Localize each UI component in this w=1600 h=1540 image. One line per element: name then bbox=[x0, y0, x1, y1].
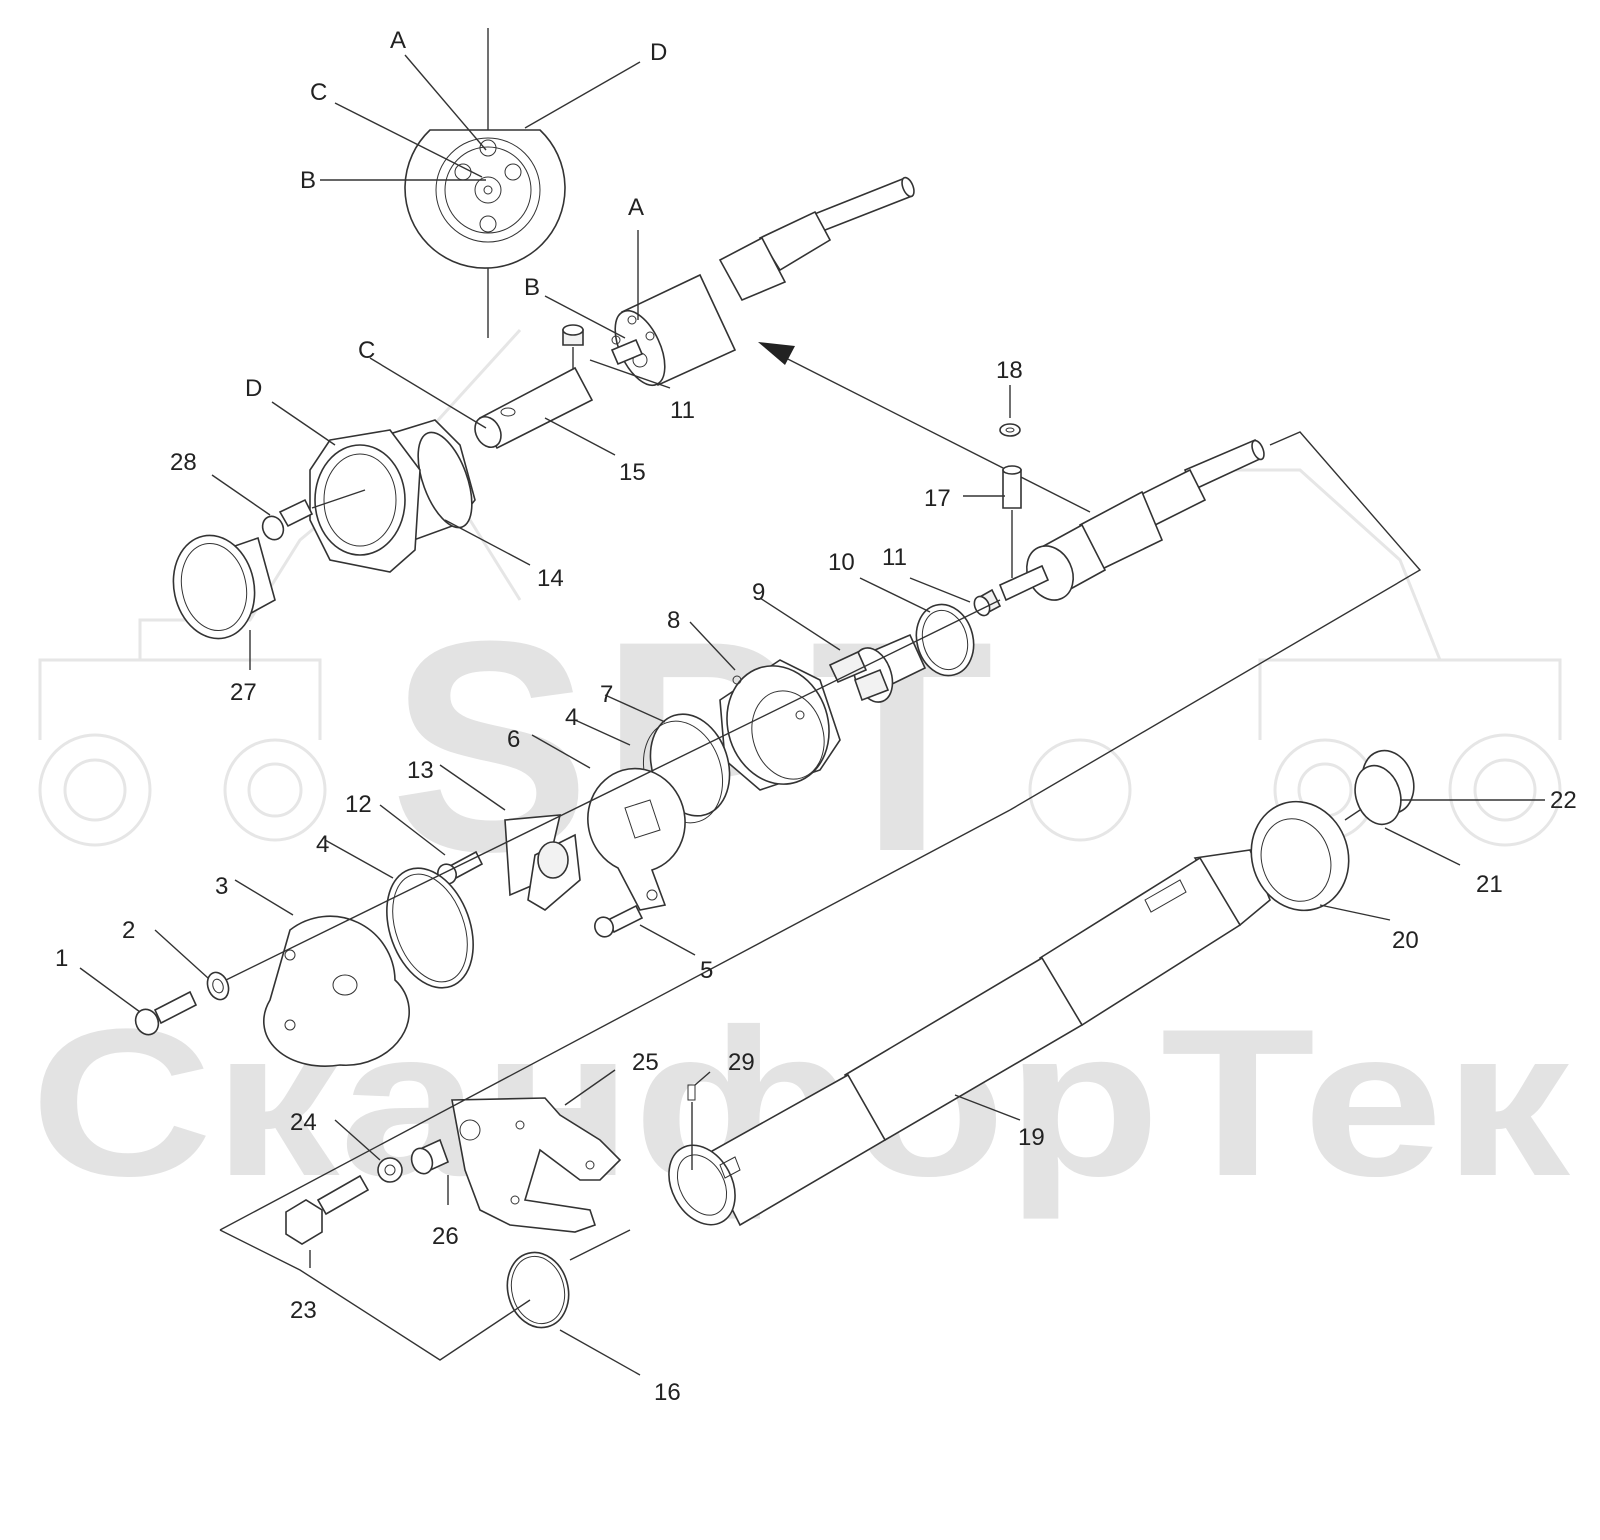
part-29-clip bbox=[687, 1084, 696, 1170]
part-label-26: 26 bbox=[432, 1223, 459, 1250]
part-9-coupling bbox=[828, 633, 927, 703]
part-27-sleeve bbox=[172, 534, 276, 640]
part-label-16: 16 bbox=[654, 1379, 681, 1406]
part-label-2: 2 bbox=[122, 917, 135, 944]
part-15-pin bbox=[474, 366, 594, 450]
part-label-19: 19 bbox=[1018, 1124, 1045, 1151]
part-1-cap-screw bbox=[134, 990, 198, 1036]
part-label-23: 23 bbox=[290, 1297, 317, 1324]
part-label-4-left: 4 bbox=[316, 831, 329, 858]
part-label-24: 24 bbox=[290, 1109, 317, 1136]
detail-label-c: C bbox=[310, 79, 327, 106]
upper-cylinder-assembly bbox=[610, 176, 915, 387]
part-label-27: 27 bbox=[230, 679, 257, 706]
part-13-clamp-segment bbox=[504, 814, 581, 911]
part-label-18: 18 bbox=[996, 357, 1023, 384]
group-bracket-lines bbox=[219, 431, 1422, 1361]
detail-label-d: D bbox=[650, 39, 667, 66]
right-cylinder-assembly bbox=[998, 438, 1265, 602]
part-label-7: 7 bbox=[600, 681, 613, 708]
part-label-15: 15 bbox=[619, 459, 646, 486]
part-4-o-ring bbox=[386, 867, 474, 989]
detail-labels: A D C B A B C D bbox=[245, 27, 667, 402]
detail-flange-outline bbox=[404, 129, 566, 269]
part-label-12: 12 bbox=[345, 791, 372, 818]
part-label-17: 17 bbox=[924, 485, 951, 512]
detail-label-a: A bbox=[390, 27, 406, 54]
part-26-bushing bbox=[410, 1138, 450, 1175]
part-label-28: 28 bbox=[170, 449, 197, 476]
part-25-bracket bbox=[451, 1097, 622, 1233]
part-5-countersunk-screw bbox=[594, 904, 644, 938]
part-number-labels: 1 2 3 4 4 5 6 7 8 9 10 11 11 12 13 14 15… bbox=[55, 357, 1577, 1406]
part-23-hex-bolt bbox=[285, 1174, 370, 1245]
part-24-washer bbox=[377, 1157, 403, 1183]
part-label-22: 22 bbox=[1550, 787, 1577, 814]
part-14-housing bbox=[309, 419, 476, 573]
part-label-11-right: 11 bbox=[882, 544, 907, 571]
detail-view bbox=[320, 28, 641, 338]
part-label-5: 5 bbox=[700, 957, 713, 984]
part-label-10: 10 bbox=[828, 549, 855, 576]
part-20-nut bbox=[1250, 800, 1350, 912]
assembly-axis bbox=[225, 599, 1001, 981]
part-label-21: 21 bbox=[1476, 871, 1503, 898]
part-label-8: 8 bbox=[667, 607, 680, 634]
part-label-14: 14 bbox=[537, 565, 564, 592]
part-label-25: 25 bbox=[632, 1049, 659, 1076]
part-2-washer bbox=[206, 971, 230, 1001]
part-3-end-cover bbox=[263, 915, 410, 1067]
assembly-arrow bbox=[758, 342, 1091, 513]
part-21-plug bbox=[1354, 749, 1415, 826]
part-label-4-upper: 4 bbox=[565, 704, 578, 731]
assembly-label-a: A bbox=[628, 194, 644, 221]
part-label-9: 9 bbox=[752, 579, 765, 606]
part-17-pin-vertical bbox=[1002, 465, 1022, 578]
part-label-6: 6 bbox=[507, 726, 520, 753]
part-label-1: 1 bbox=[55, 945, 68, 972]
part-28-cap-screw bbox=[261, 489, 366, 541]
assembly-label-c: C bbox=[358, 337, 375, 364]
part-18-washer bbox=[999, 423, 1021, 437]
part-label-29: 29 bbox=[728, 1049, 755, 1076]
part-8-flange bbox=[719, 659, 841, 791]
part-11-set-screw-top bbox=[562, 324, 584, 378]
part-19-tube bbox=[668, 849, 1271, 1227]
part-6-plate bbox=[587, 767, 686, 911]
part-10-retaining-ring bbox=[915, 603, 975, 677]
assembly-label-b: B bbox=[524, 274, 540, 301]
part-label-20: 20 bbox=[1392, 927, 1419, 954]
part-16-o-ring-large bbox=[506, 1251, 570, 1329]
leader-lines bbox=[79, 230, 1545, 1376]
part-label-13: 13 bbox=[407, 757, 434, 784]
part-label-3: 3 bbox=[215, 873, 228, 900]
part-label-11-top: 11 bbox=[670, 397, 695, 424]
detail-label-b: B bbox=[300, 167, 316, 194]
assembly-label-d: D bbox=[245, 375, 262, 402]
